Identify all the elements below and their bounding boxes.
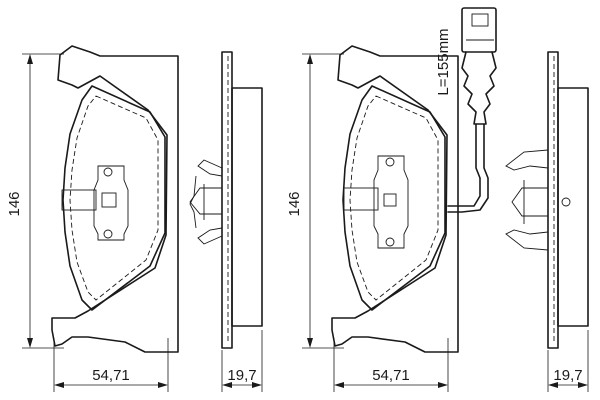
left-height-dimension bbox=[22, 53, 64, 349]
right-width-label: 54,71 bbox=[372, 367, 410, 384]
right-pad-side-view bbox=[505, 51, 589, 349]
right-height-label: 146 bbox=[286, 191, 303, 216]
left-thickness-dimension bbox=[221, 330, 263, 392]
wear-sensor-wire bbox=[447, 7, 497, 213]
right-width-dimension bbox=[333, 338, 449, 392]
left-pad-side-view bbox=[189, 51, 263, 349]
left-width-dimension bbox=[53, 338, 169, 392]
left-width-label: 54,71 bbox=[92, 367, 130, 384]
left-height-label: 146 bbox=[6, 191, 23, 216]
right-pad-front-view bbox=[331, 45, 459, 353]
right-thickness-dimension bbox=[547, 330, 589, 392]
sensor-length-label: L=155mm bbox=[435, 28, 452, 95]
right-thickness-label: 19,7 bbox=[553, 367, 582, 384]
right-height-dimension bbox=[302, 53, 344, 349]
left-pad-front-view bbox=[51, 45, 179, 353]
left-thickness-label: 19,7 bbox=[227, 367, 256, 384]
